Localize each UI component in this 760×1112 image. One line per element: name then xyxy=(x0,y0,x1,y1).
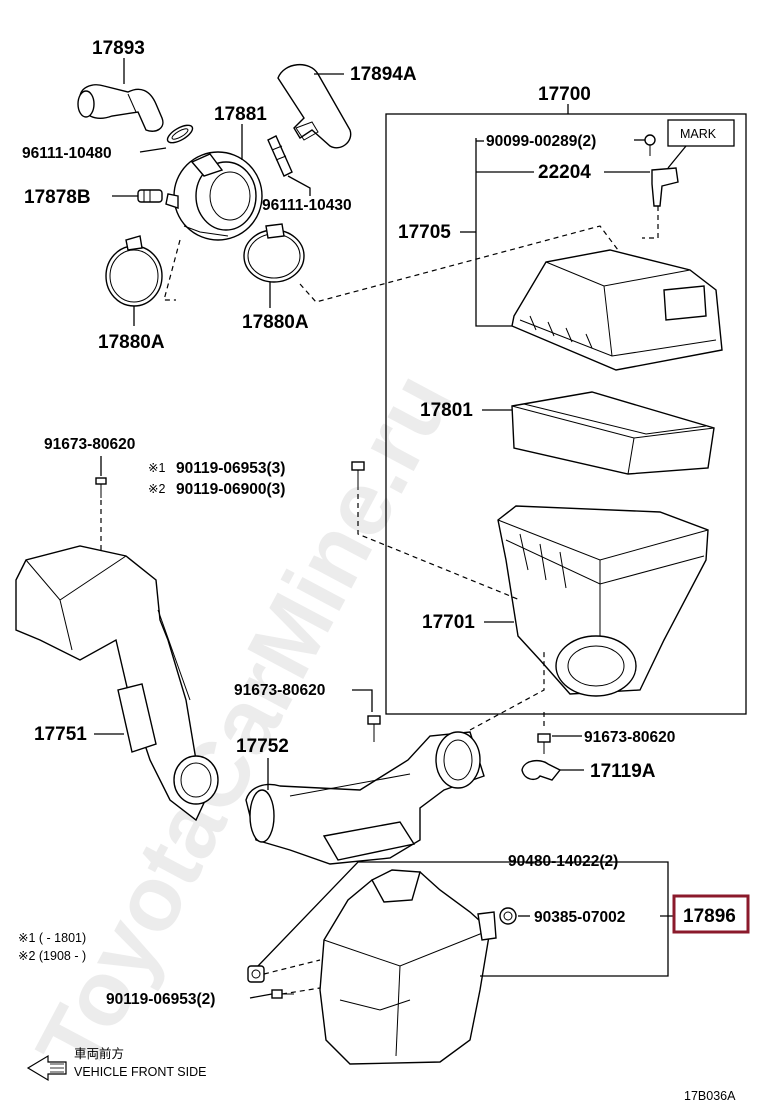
footnote-2: ※2 (1908 - ) xyxy=(18,949,86,963)
diagram-code: 17B036A xyxy=(684,1089,736,1103)
note2-mark: ※2 xyxy=(148,482,165,496)
part-17880A-clamp-right xyxy=(243,223,305,283)
part-91673-bolt-mid xyxy=(367,715,381,742)
label-90385-07002[interactable]: 90385-07002 xyxy=(534,909,625,926)
label-17878B[interactable]: 17878B xyxy=(24,187,91,208)
label-90480-14022[interactable]: 90480-14022(2) xyxy=(508,853,618,870)
label-17896[interactable]: 17896 xyxy=(683,906,736,927)
part-91673-bolt-right xyxy=(537,733,551,754)
part-17896-resonator xyxy=(319,869,497,1065)
label-91673-mid[interactable]: 91673-80620 xyxy=(234,682,325,699)
part-17119A-bracket xyxy=(521,759,562,781)
part-90385-grommet xyxy=(499,907,517,925)
label-17751[interactable]: 17751 xyxy=(34,724,87,745)
part-91673-bolt-top xyxy=(95,477,107,498)
note1-mark: ※1 xyxy=(148,461,165,475)
label-17894A[interactable]: 17894A xyxy=(350,64,417,85)
mark-box xyxy=(667,119,735,147)
label-91673-top[interactable]: 91673-80620 xyxy=(44,436,135,453)
assembly-17700-frame xyxy=(385,113,747,715)
front-arrow-icon xyxy=(26,1054,67,1082)
part-17701-case xyxy=(497,505,709,697)
label-17701[interactable]: 17701 xyxy=(422,612,475,633)
footnote-1: ※1 ( - 1801) xyxy=(18,931,86,945)
label-90119-06953-2[interactable]: 90119-06953(2) xyxy=(106,991,215,1008)
part-17705-cover xyxy=(511,249,723,371)
part-17752-duct xyxy=(245,731,485,865)
part-90480-clip xyxy=(247,965,265,983)
part-17893-duct xyxy=(77,84,164,132)
front-label-jp: 車両前方 xyxy=(74,1046,124,1061)
part-17751-duct xyxy=(15,545,219,822)
label-17705[interactable]: 17705 xyxy=(398,222,451,243)
label-96111-10430[interactable]: 96111-10430 xyxy=(262,197,352,214)
part-96111-10480-clamp xyxy=(166,124,194,144)
label-91673-right[interactable]: 91673-80620 xyxy=(584,729,675,746)
label-22204[interactable]: 22204 xyxy=(538,162,591,183)
label-17880A-right[interactable]: 17880A xyxy=(242,312,309,333)
label-17893[interactable]: 17893 xyxy=(92,38,145,59)
label-90119-06953-3[interactable]: 90119-06953(3) xyxy=(176,460,285,477)
label-90099-00289[interactable]: 90099-00289(2) xyxy=(486,133,596,150)
part-17880A-clamp-left xyxy=(105,235,163,307)
label-mark: MARK xyxy=(680,127,717,141)
label-17752[interactable]: 17752 xyxy=(236,736,289,757)
label-17801[interactable]: 17801 xyxy=(420,400,473,421)
part-17801-filter xyxy=(511,391,715,475)
part-22204-sensor xyxy=(651,167,679,207)
label-17881[interactable]: 17881 xyxy=(214,104,267,125)
label-17119A[interactable]: 17119A xyxy=(590,761,656,782)
front-label-en: VEHICLE FRONT SIDE xyxy=(74,1065,206,1079)
label-90119-06900-3[interactable]: 90119-06900(3) xyxy=(176,481,285,498)
part-90099-screw xyxy=(644,134,656,156)
highlight-box-17896[interactable] xyxy=(672,894,750,934)
label-17700[interactable]: 17700 xyxy=(538,84,591,105)
part-90119-bolt-note xyxy=(351,461,365,490)
label-96111-10480[interactable]: 96111-10480 xyxy=(22,145,112,162)
label-17880A-left[interactable]: 17880A xyxy=(98,332,165,353)
part-17881-throttle-adapter xyxy=(165,151,263,241)
part-96111-10430-clamp xyxy=(267,135,293,177)
part-17894A-hose xyxy=(277,64,352,149)
part-17878B-nipple xyxy=(137,189,163,203)
